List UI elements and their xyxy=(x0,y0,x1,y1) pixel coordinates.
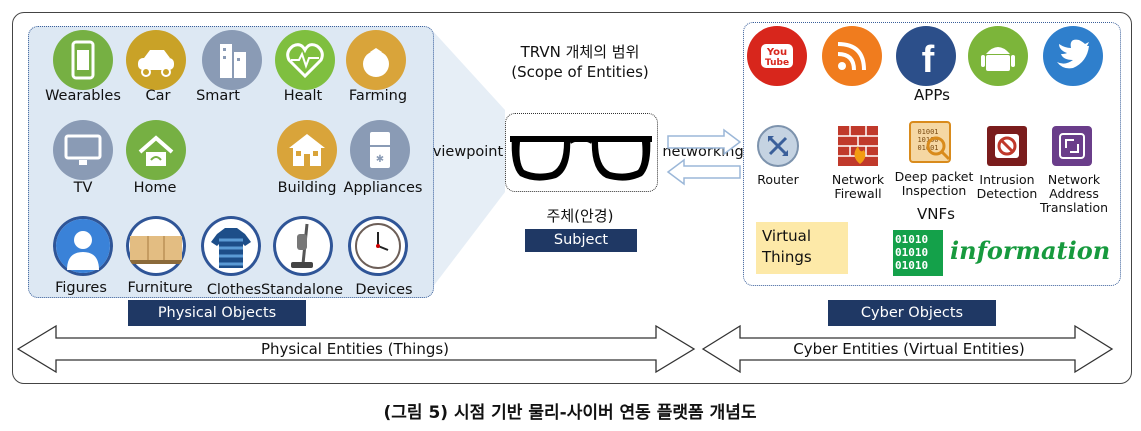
subject-korean-label: 주체(안경) xyxy=(546,207,614,225)
physical-object-label: Building xyxy=(277,180,337,196)
vnf-label: Router xyxy=(757,172,799,187)
physical-object-label: Clothes xyxy=(206,282,262,298)
physical-object-label: Wearables xyxy=(45,88,121,104)
vnfs-label: VNFs xyxy=(917,205,955,223)
twitter-icon xyxy=(1043,26,1103,86)
svg-text:f: f xyxy=(922,39,935,81)
building-icon xyxy=(202,30,262,90)
svg-text:10100: 10100 xyxy=(917,136,938,144)
virtual-things-label: Virtual Things xyxy=(762,227,812,266)
vnf-label: Network Firewall xyxy=(831,172,885,201)
clock-icon xyxy=(348,216,408,276)
vnf-label: Deep packet Inspection xyxy=(894,169,974,198)
physical-object-label: Smart xyxy=(196,88,240,104)
figure-caption: (그림 5) 시점 기반 물리-사이버 연동 플랫폼 개념도 xyxy=(383,403,757,423)
physical-entities-arrow xyxy=(16,324,696,374)
physical-object-label: Healt xyxy=(283,88,323,104)
vnf-label: Intrusion Detection xyxy=(976,172,1038,201)
tomato-icon xyxy=(346,30,406,90)
rss-icon xyxy=(822,26,882,86)
apps-label: APPs xyxy=(914,86,950,104)
physical-object-label: Devices xyxy=(355,282,413,298)
person-icon xyxy=(53,216,113,276)
shirt-icon xyxy=(201,216,261,276)
android-icon xyxy=(968,26,1028,86)
physical-object-label: Farming xyxy=(348,88,408,104)
fridge-icon: ✱ xyxy=(350,120,410,180)
subject-badge: Subject xyxy=(525,229,637,252)
svg-text:Tube: Tube xyxy=(765,58,789,68)
viewpoint-label: viewpoint xyxy=(432,144,504,160)
tv-icon xyxy=(53,120,113,180)
svg-text:You: You xyxy=(766,47,787,58)
cabinet-icon xyxy=(126,216,186,276)
binary-line: 01010 xyxy=(895,259,929,272)
physical-object-label: Home xyxy=(133,180,177,196)
physical-objects-badge: Physical Objects xyxy=(128,300,306,326)
information-label: information xyxy=(950,236,1111,265)
vnf-label: Network Address Translation xyxy=(1039,172,1109,215)
physical-object-label: Car xyxy=(145,88,171,104)
physical-object-label: Appliances xyxy=(343,180,423,196)
car-icon xyxy=(126,30,186,90)
physical-object-label: Standalone xyxy=(260,282,344,298)
router-icon xyxy=(756,124,800,168)
scope-title: TRVN 개체의 범위 xyxy=(520,43,640,61)
virtual-things-box xyxy=(756,222,848,274)
svg-text:✱: ✱ xyxy=(376,154,384,165)
nat-icon xyxy=(1050,124,1094,168)
networking-arrows xyxy=(666,128,742,186)
watch-icon xyxy=(53,30,113,90)
vacuum-icon xyxy=(273,216,333,276)
cyber-entities-arrow xyxy=(701,324,1114,374)
svg-text:01001: 01001 xyxy=(917,128,938,136)
binary-line: 01010 xyxy=(895,233,929,246)
physical-object-label: Figures xyxy=(55,280,107,296)
physical-object-label: TV xyxy=(73,180,93,196)
binary-icon: 01010 01010 01010 xyxy=(893,230,943,276)
cyber-objects-badge: Cyber Objects xyxy=(828,300,996,326)
diagram-frame xyxy=(12,12,1132,384)
physical-object-label: Furniture xyxy=(127,280,193,296)
scope-subtitle: (Scope of Entities) xyxy=(511,63,649,81)
facebook-icon: f xyxy=(896,26,956,86)
heart-pulse-icon xyxy=(275,30,335,90)
physical-entities-label: Physical Entities (Things) xyxy=(260,340,450,358)
binary-line: 01010 xyxy=(895,246,929,259)
cyber-entities-label: Cyber Entities (Virtual Entities) xyxy=(793,340,1025,358)
firewall-icon xyxy=(836,124,880,168)
glasses-icon xyxy=(510,136,652,181)
home-wifi-icon xyxy=(126,120,186,180)
ids-icon xyxy=(985,124,1029,168)
house-icon xyxy=(277,120,337,180)
